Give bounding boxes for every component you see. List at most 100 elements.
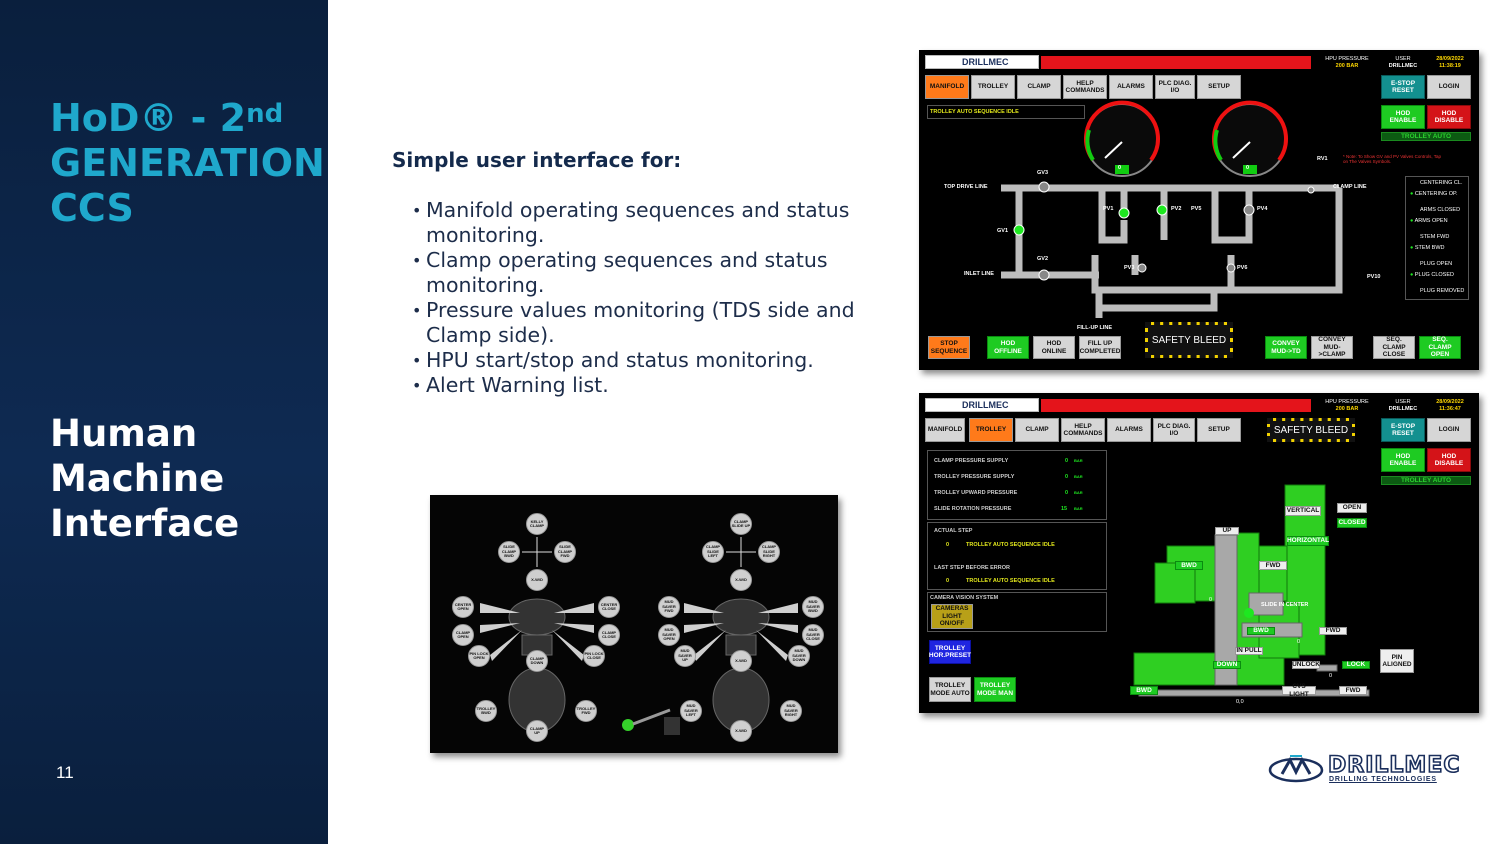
safety-bleed-button[interactable]: SAFETY BLEED [1145,322,1233,358]
hod-enable-button[interactable]: HOD ENABLE [1381,105,1425,129]
label-pv5: PV5 [1191,206,1202,212]
label-pv2: PV2 [1171,206,1182,212]
position-readout: 0,0 [1236,699,1244,705]
hod-offline-button[interactable]: HOD OFFLINE [987,336,1029,359]
pressure-label: TROLLEY UPWARD PRESSURE [934,490,1018,496]
tab-alarms[interactable]: ALARMS [1107,418,1151,442]
trolley-hor-preset-button[interactable]: TROLLEY HOR.PRESET [929,640,971,664]
tab-trolley[interactable]: TROLLEY [971,75,1015,99]
in-pull-indicator: IN PULL [1235,647,1263,655]
joystick-button-label: CLAMP DOWN [526,650,548,672]
joystick-button-label: CLAMP OPEN [452,624,474,646]
last-step-text: TROLLEY AUTO SEQUENCE IDLE [966,578,1055,584]
trolley-bwd-indicator: BWD [1130,686,1158,695]
joystick-button-label: CLAMP SLIDE LEFT [702,541,724,563]
position-readout: 0 [1297,639,1301,645]
estop-reset-button[interactable]: E-STOP RESET [1381,418,1425,442]
hod-online-button[interactable]: HOD ONLINE [1033,336,1075,359]
pressure-gauge-right [1212,100,1288,177]
manifold-pid-diagram [1001,100,1343,318]
sequence-status: TROLLEY AUTO SEQUENCE IDLE [930,109,1019,115]
login-button[interactable]: LOGIN [1427,418,1471,442]
tab-manifold[interactable]: MANIFOLD [925,75,969,99]
trolley-mode-man-button[interactable]: TROLLEY MODE MAN [974,677,1016,702]
stop-sequence-button[interactable]: STOP SEQUENCE [928,336,970,359]
label-rv1: RV1 [1317,156,1328,162]
joystick-button-label: MUD SAVER CLOSE [802,624,824,646]
pressure-panel: CLAMP PRESSURE SUPPLY 0 BAR TROLLEY PRES… [927,450,1107,520]
last-step-label: LAST STEP BEFORE ERROR [934,565,1010,571]
trolley-auto-indicator: TROLLEY AUTO [1381,476,1471,485]
manifold-screen: DRILLMEC HPU PRESSURE 200 BAR USER DRILL… [919,50,1479,370]
hpu-pressure-readout: HPU PRESSURE 200 BAR [1317,56,1377,70]
tab-help-commands[interactable]: HELP COMMANDS [1063,75,1107,99]
user-readout: USER DRILLMEC [1381,399,1425,413]
unlock-indicator: UNLOCK [1292,661,1320,669]
list-item: Clamp operating sequences and status mon… [412,248,882,298]
drillmec-logo: DRILLMEC DRILLING TECHNOLOGIES [1268,752,1460,786]
list-item: Manifold operating sequences and status … [412,198,882,248]
valves [1013,181,1315,281]
estop-reset-button[interactable]: E-STOP RESET [1381,75,1425,99]
pressure-unit: BAR [1074,506,1083,511]
joystick-button-label: MUD SAVER RIGHT [780,700,802,722]
convey-mud-td-button[interactable]: CONVEY MUD->TD [1265,336,1307,359]
seq-clamp-open-button[interactable]: SEQ. CLAMP OPEN [1419,336,1461,359]
label-pv10: PV10 [1367,274,1381,280]
sidebar: HoD® - 2nd GENERATION CCS Human Machine … [0,0,328,844]
hod-disable-button[interactable]: HOD DISABLE [1427,448,1471,472]
tab-setup[interactable]: SETUP [1197,75,1241,99]
label-gv3: GV3 [1037,170,1049,176]
seq-clamp-close-button[interactable]: SEQ. CLAMP CLOSE [1373,336,1415,359]
datetime-readout: 28/09/2022 11:36:47 [1427,399,1473,413]
convey-mud-clamp-button[interactable]: CONVEY MUD->CLAMP [1311,336,1353,359]
time-value: 11:36:47 [1439,406,1461,412]
hpu-pressure-label: HPU PRESSURE [1325,56,1369,62]
hpu-pressure-value: 200 [1335,63,1345,69]
tab-plc-diag[interactable]: PLC DIAG. I/O [1153,418,1195,442]
tab-clamp[interactable]: CLAMP [1017,75,1061,99]
status-item: ● ARMS OPEN [1410,218,1448,224]
time-value: 11:38:19 [1439,63,1461,69]
position-readout: 0 [1209,597,1213,603]
valve-note: * Note: To Show GV and PV Valves Control… [1343,154,1442,164]
pressure-label: TROLLEY PRESSURE SUPPLY [934,474,1015,480]
fill-up-completed-button[interactable]: FILL UP COMPLETED [1079,336,1121,359]
section-line2: Machine [50,457,225,500]
slide-title: HoD® - 2nd GENERATION CCS [50,96,325,231]
slide-bwd-indicator: BWD [1247,627,1275,635]
tab-clamp[interactable]: CLAMP [1015,418,1059,442]
pressure-value: 15 [1061,506,1068,512]
joystick-button-label: MUD SAVER OPEN [658,624,680,646]
joystick-diagram [480,537,798,735]
joystick-button-label: X-W/D [730,720,752,742]
joystick-button-label: TROLLEY BWD [475,700,497,722]
pressure-value: 0 [1065,490,1069,496]
hod-enable-button[interactable]: HOD ENABLE [1381,448,1425,472]
tab-plc-diag[interactable]: PLC DIAG. I/O [1155,75,1195,99]
actual-step-number: 0 [946,542,950,548]
section-title: Human Machine Interface [50,411,239,546]
date-value: 28/09/2022 [1436,399,1464,405]
vertical-indicator: VERTICAL [1285,506,1321,516]
tab-setup[interactable]: SETUP [1197,418,1241,442]
trolley-mode-auto-button[interactable]: TROLLEY MODE AUTO [929,677,971,702]
tab-trolley[interactable]: TROLLEY [969,418,1013,442]
open-indicator: OPEN [1337,503,1367,513]
up-indicator: UP [1215,527,1239,535]
tab-alarms[interactable]: ALARMS [1109,75,1153,99]
login-button[interactable]: LOGIN [1427,75,1471,99]
pressure-label: CLAMP PRESSURE SUPPLY [934,458,1009,464]
hod-disable-button[interactable]: HOD DISABLE [1427,105,1471,129]
tab-help-commands[interactable]: HELP COMMANDS [1061,418,1105,442]
trolley-screen: DRILLMEC HPU PRESSURE 200 BAR USER DRILL… [919,393,1479,713]
title-line2: GENERATION [50,141,325,185]
label-pv6: PV6 [1237,265,1248,271]
joystick-button-label: MUD SAVER DOWN [788,645,810,667]
tab-manifold[interactable]: MANIFOLD [925,418,965,442]
intro-text: Simple user interface for: [392,148,682,172]
camera-light-button[interactable]: CAMERAS LIGHT ON/OFF [931,604,973,629]
actual-step-text: TROLLEY AUTO SEQUENCE IDLE [966,542,1055,548]
status-item: ● PLUG CLOSED [1410,272,1454,278]
safety-bleed-button[interactable]: SAFETY BLEED [1267,418,1355,442]
